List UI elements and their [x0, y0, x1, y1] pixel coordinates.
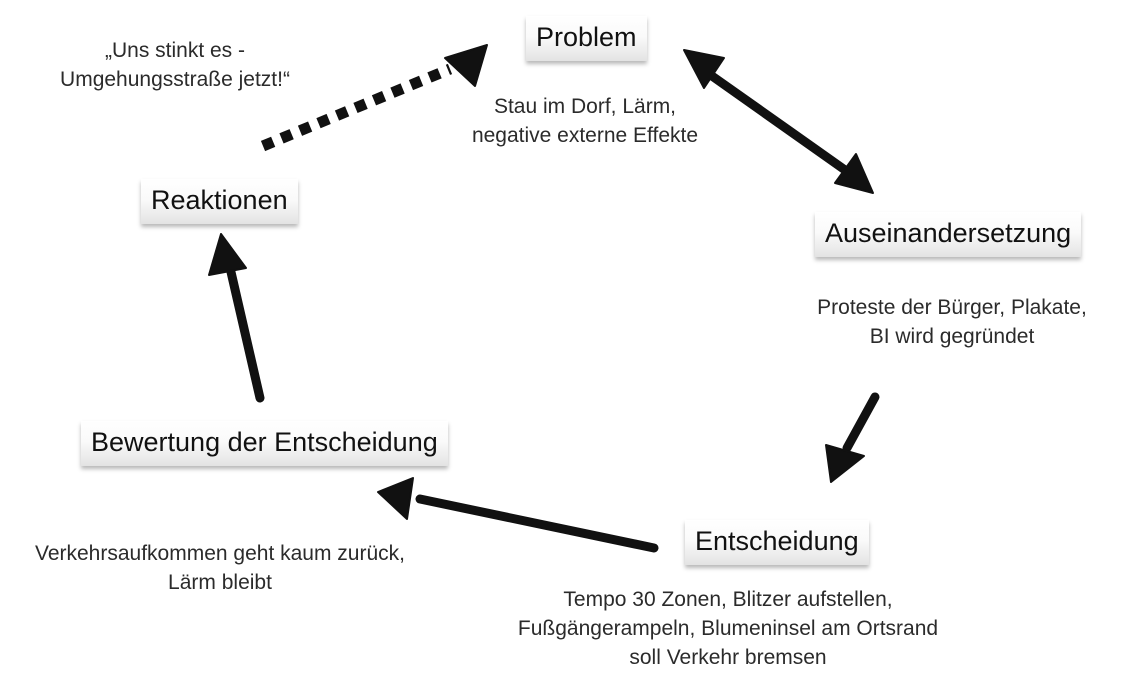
note-auseinandersetzung-line-1: Proteste der Bürger, Plakate, [817, 296, 1087, 319]
arrow-reaktionen-problem-dotted [260, 44, 488, 152]
note-bewertung-line-2: Lärm bleibt [168, 571, 272, 594]
note-entscheidung-line-3: soll Verkehr bremsen [629, 646, 827, 669]
note-reaktionen-line-1: „Uns stinkt es - [104, 39, 246, 62]
note-entscheidung-line-2: Fußgängerampeln, Blumeninsel am Ortsrand [517, 617, 939, 640]
note-bewertung: Verkehrsaufkommen geht kaum zurück, Lärm… [0, 539, 440, 597]
node-bewertung: Bewertung der Entscheidung [81, 421, 448, 467]
note-problem-line-2: negative externe Effekte [471, 124, 699, 147]
note-problem: Stau im Dorf, Lärm, negative externe Eff… [441, 92, 729, 150]
note-reaktionen-line-2: Umgehungsstraße jetzt!“ [60, 68, 290, 91]
arrow-problem-auseinandersetzung [683, 49, 874, 194]
note-auseinandersetzung: Proteste der Bürger, Plakate, BI wird ge… [788, 293, 1116, 351]
note-problem-line-1: Stau im Dorf, Lärm, [493, 95, 677, 118]
node-entscheidung: Entscheidung [685, 520, 869, 566]
note-bewertung-line-1: Verkehrsaufkommen geht kaum zurück, [34, 542, 405, 565]
arrow-auseinandersetzung-entscheidung [825, 392, 880, 483]
node-auseinandersetzung: Auseinandersetzung [815, 212, 1082, 258]
node-problem: Problem [526, 16, 647, 62]
note-entscheidung-line-1: Tempo 30 Zonen, Blitzer aufstellen, [563, 588, 893, 611]
note-entscheidung: Tempo 30 Zonen, Blitzer aufstellen, Fußg… [478, 585, 978, 672]
node-reaktionen: Reaktionen [141, 179, 298, 225]
note-auseinandersetzung-line-2: BI wird gegründet [869, 325, 1035, 348]
note-reaktionen: „Uns stinkt es - Umgehungsstraße jetzt!“ [30, 36, 320, 94]
arrow-bewertung-reaktionen [208, 233, 265, 403]
arrow-entscheidung-bewertung [377, 477, 659, 553]
